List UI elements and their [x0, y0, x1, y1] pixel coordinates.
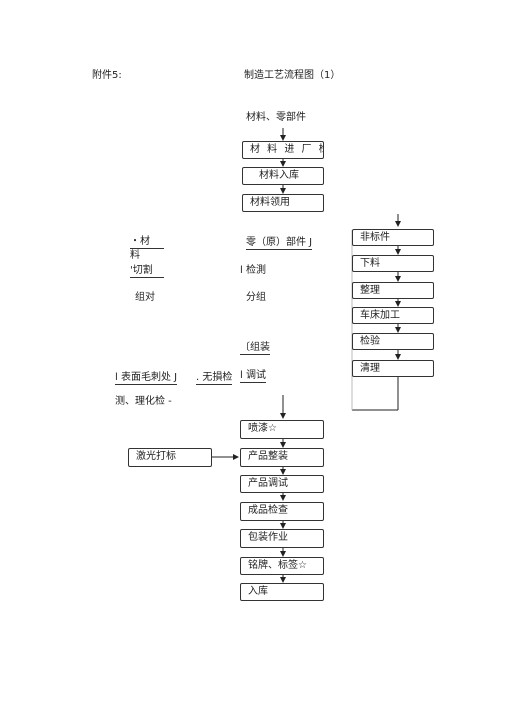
- side-step-inspection: 检验: [352, 333, 434, 350]
- left-material-label: ・材: [130, 236, 164, 249]
- side-step-lathe: 车床加工: [352, 307, 434, 324]
- final-step-packaging: 包装作业: [240, 529, 324, 548]
- side-step-clean: 清理: [352, 360, 434, 377]
- flow-step-incoming-inspection: 材 料 进 厂 检: [242, 141, 324, 159]
- final-step-nameplate: 铭牌、标签☆: [240, 557, 324, 575]
- mid-parts-label: 零（原）部件 J: [246, 237, 313, 250]
- final-step-final-check: 成品检查: [240, 502, 324, 521]
- final-step-warehouse: 入库: [240, 583, 324, 601]
- final-step-assembly: 产品整装: [240, 448, 324, 467]
- final-step-debugging: 产品调试: [240, 475, 324, 493]
- surface-ndt-label: . 无損检: [196, 372, 233, 385]
- mid-inspect-label: l 检測: [240, 265, 266, 276]
- flow-start-label: 材料、零部件: [246, 112, 306, 123]
- side-step-nonstandard: 非标件: [352, 229, 434, 246]
- left-fitup-label: 组对: [135, 292, 155, 303]
- side-step-tidy: 整理: [352, 282, 434, 299]
- left-cutting-label: '切割: [130, 265, 164, 278]
- mid-assemble-label: 〔组装: [240, 342, 270, 355]
- surface-deburr-label: l 表面毛刺处 J: [115, 372, 178, 385]
- flow-step-material-issue: 材料领用: [242, 194, 324, 212]
- final-step-painting: 喷漆☆: [240, 420, 324, 439]
- laser-marking-box: 激光打标: [128, 448, 212, 467]
- mid-grouping-label: 分组: [246, 292, 266, 303]
- attachment-label: 附件5:: [92, 70, 122, 81]
- flow-step-warehouse-entry: 材料入库: [242, 167, 324, 185]
- surface-physchem-label: 测、理化检 -: [115, 396, 172, 407]
- left-material-label-2: 料: [130, 250, 140, 261]
- mid-debug-label: l 调试: [240, 370, 266, 383]
- side-step-blanking: 下料: [352, 255, 434, 272]
- page-title: 制造工艺流程图（1）: [244, 70, 341, 81]
